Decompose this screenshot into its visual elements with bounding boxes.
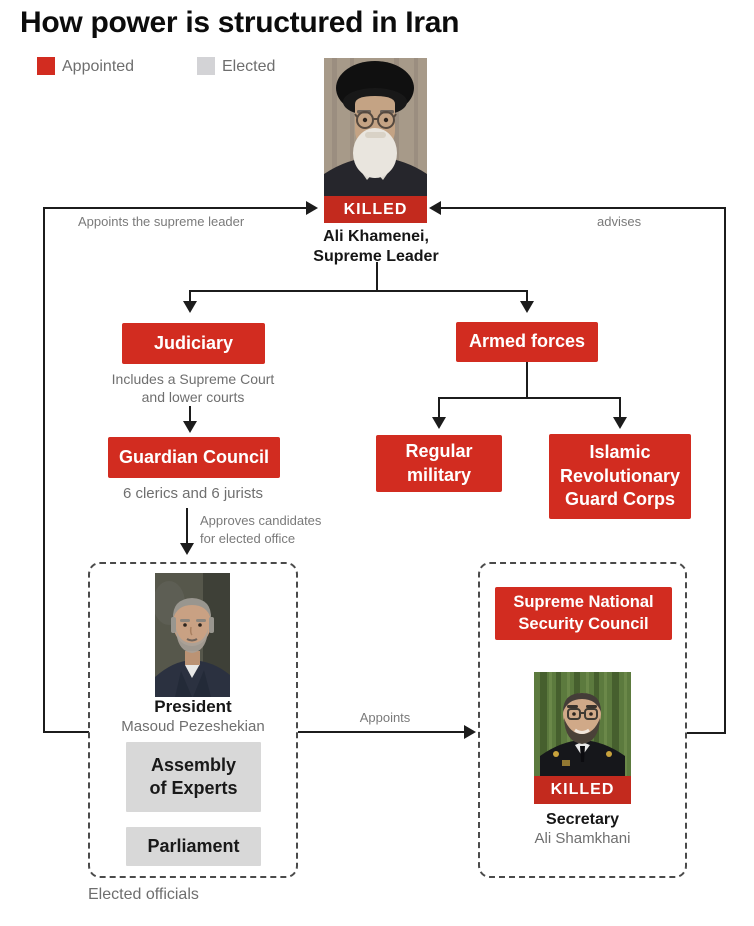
arrow-armed-forces-head xyxy=(520,301,534,313)
node-parliament: Parliament xyxy=(126,827,261,866)
drop-regular-military xyxy=(438,397,440,419)
arrow-advises-head xyxy=(429,201,441,215)
node-assembly-of-experts: Assembly of Experts xyxy=(126,742,261,812)
arrow-appoints-supreme-leader-line xyxy=(43,207,306,209)
connector-judiciary-guardian xyxy=(189,406,191,423)
killed-badge-khamenei: KILLED xyxy=(324,196,427,223)
arrow-advises-vline xyxy=(724,207,726,734)
edge-label-advises: advises xyxy=(597,214,642,229)
elected-officials-label: Elected officials xyxy=(88,886,199,903)
edge-label-appoints-supreme-leader: Appoints the supreme leader xyxy=(78,214,245,229)
arrow-appoints-line xyxy=(298,731,466,733)
node-snsc: Supreme National Security Council xyxy=(495,587,672,640)
shamkhani-photo xyxy=(534,672,631,776)
legend-appointed-label: Appointed xyxy=(62,58,135,75)
judiciary-caption: Includes a Supreme Court and lower court… xyxy=(111,371,275,405)
arrow-judiciary-head xyxy=(183,301,197,313)
khamenei-photo xyxy=(324,58,427,196)
killed-badge-shamkhani: KILLED xyxy=(534,776,631,804)
node-judiciary: Judiciary xyxy=(122,323,265,364)
secretary-title: Secretary xyxy=(546,811,619,828)
arrow-regular-military-head xyxy=(432,417,446,429)
arrow-irgc-head xyxy=(613,417,627,429)
legend-elected-label: Elected xyxy=(222,58,276,75)
elected-officials-group xyxy=(88,562,298,878)
node-armed-forces: Armed forces xyxy=(456,322,598,362)
arrow-appoints-supreme-leader-vline xyxy=(43,207,45,733)
arrow-advises-foot xyxy=(687,732,726,734)
arrow-appoints-supreme-leader-head xyxy=(306,201,318,215)
page-title: How power is structured in Iran xyxy=(20,6,460,39)
guardian-council-caption: 6 clerics and 6 jurists xyxy=(122,485,264,502)
node-regular-military: Regular military xyxy=(376,435,502,492)
stem-supreme-leader xyxy=(376,262,378,291)
arrow-guardian-head xyxy=(183,421,197,433)
legend-appointed-swatch xyxy=(37,57,55,75)
drop-judiciary xyxy=(189,290,191,303)
connector-guardian-president xyxy=(186,508,188,545)
arrow-appoints-head xyxy=(464,725,476,739)
legend-elected-swatch xyxy=(197,57,215,75)
khamenei-name: Ali Khamenei, Supreme Leader xyxy=(313,228,439,265)
node-irgc: Islamic Revolutionary Guard Corps xyxy=(549,434,691,519)
secretary-name: Ali Shamkhani xyxy=(534,830,631,847)
node-guardian-council: Guardian Council xyxy=(108,437,280,478)
branch-top xyxy=(189,290,528,292)
arrow-appoints-supreme-leader-foot xyxy=(43,731,89,733)
president-name: Masoud Pezeshekian xyxy=(121,718,265,735)
arrow-president-head xyxy=(180,543,194,555)
stem-armed-forces xyxy=(526,362,528,399)
drop-armed-forces xyxy=(526,290,528,303)
security-council-group xyxy=(478,562,687,878)
branch-armed-forces xyxy=(438,397,621,399)
edge-label-approves-candidates: Approves candidates for elected office xyxy=(200,513,322,546)
arrow-advises-line xyxy=(441,207,726,209)
edge-label-appoints: Appoints xyxy=(359,710,411,725)
drop-irgc xyxy=(619,397,621,419)
pezeshekian-photo xyxy=(155,573,230,697)
president-title: President xyxy=(154,697,232,716)
